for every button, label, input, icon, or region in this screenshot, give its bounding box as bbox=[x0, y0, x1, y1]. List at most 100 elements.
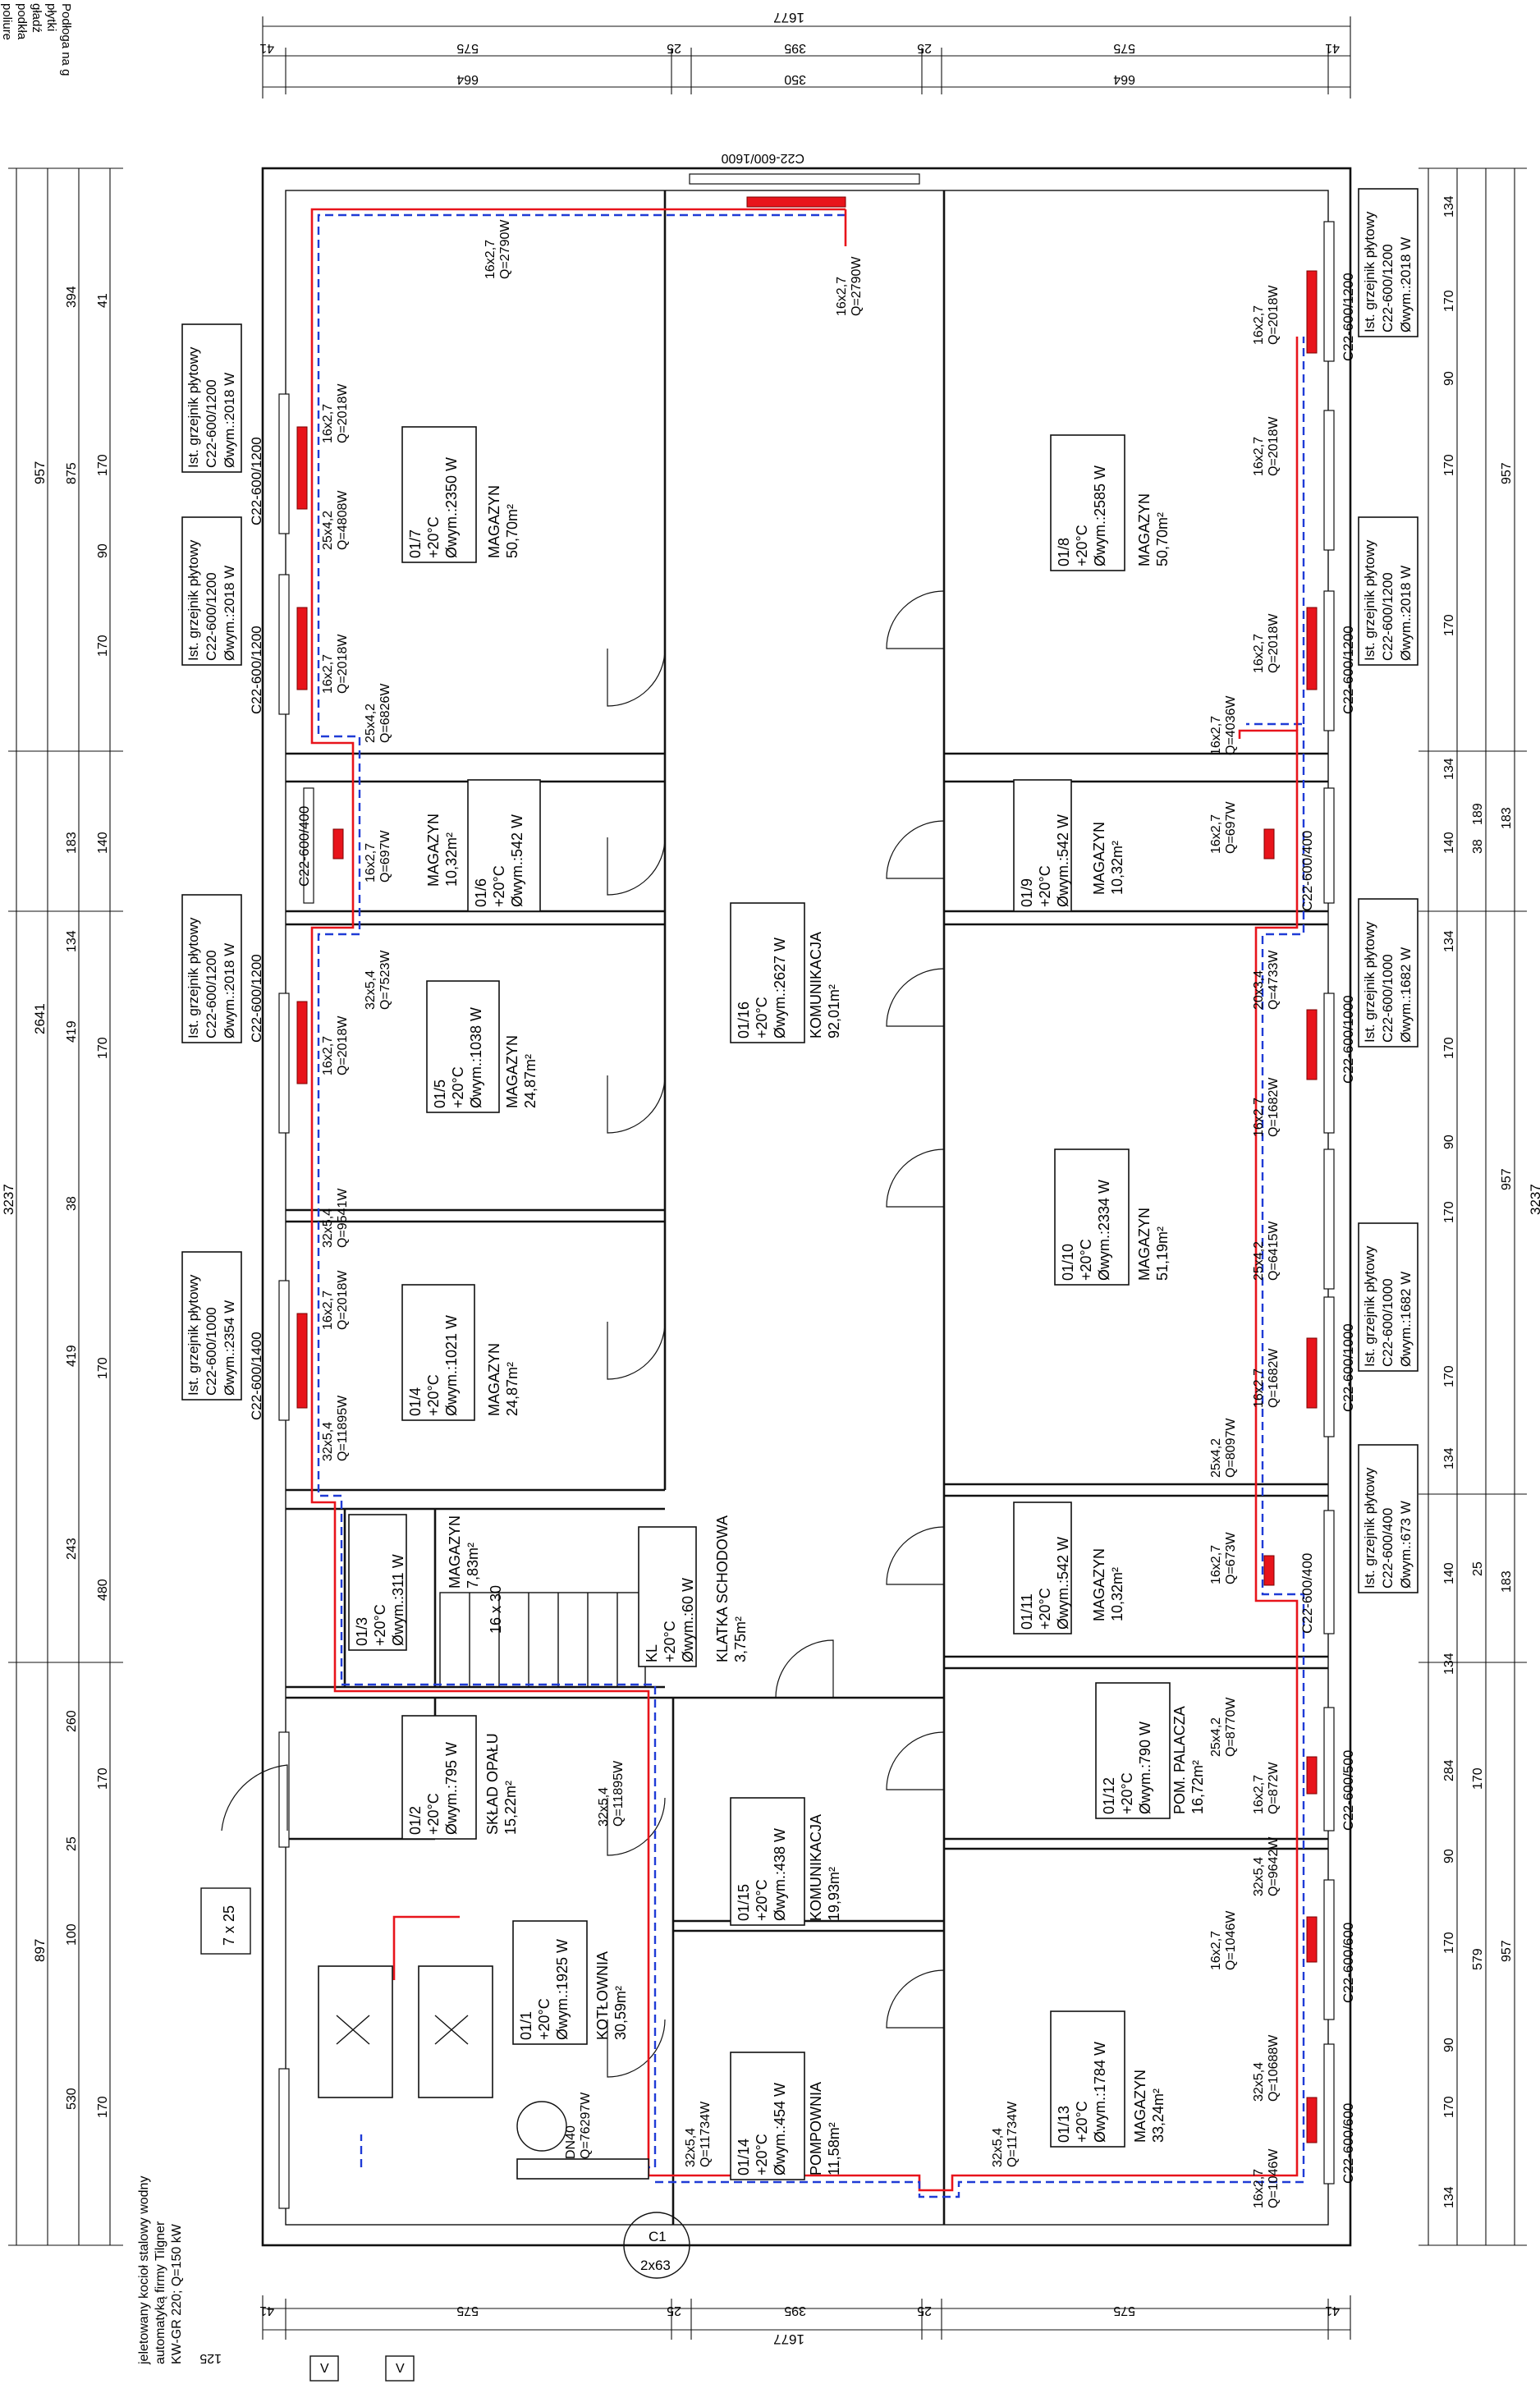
svg-text:Q=11734W: Q=11734W bbox=[1006, 2101, 1020, 2167]
svg-text:25x4,2: 25x4,2 bbox=[1209, 1717, 1223, 1757]
room-01-6: 01/6 +20°C Øwym.:542 W MAGAZYN 10,32m² bbox=[425, 779, 541, 912]
svg-text:+20°C: +20°C bbox=[536, 1998, 552, 2040]
svg-text:Q=673W: Q=673W bbox=[1224, 1532, 1238, 1584]
svg-text:+20°C: +20°C bbox=[1037, 1588, 1053, 1630]
header-note-line: płytki bbox=[44, 3, 58, 31]
svg-text:32x5,4: 32x5,4 bbox=[321, 1208, 335, 1248]
svg-text:automatyką firmy Tilgner: automatyką firmy Tilgner bbox=[154, 2221, 167, 2364]
svg-text:Øwym.:1925 W: Øwym.:1925 W bbox=[554, 1939, 571, 2040]
svg-text:C22-600/600: C22-600/600 bbox=[1341, 1923, 1356, 2003]
svg-text:41: 41 bbox=[259, 2304, 274, 2318]
svg-text:Øwym.:60 W: Øwym.:60 W bbox=[680, 1578, 696, 1662]
svg-text:Q=6415W: Q=6415W bbox=[1267, 1221, 1281, 1281]
svg-text:25: 25 bbox=[667, 41, 681, 55]
svg-text:Ist. grzejnik płytowy: Ist. grzejnik płytowy bbox=[186, 539, 201, 661]
pipe-network bbox=[310, 208, 1305, 2198]
svg-text:POMPOWNIA: POMPOWNIA bbox=[808, 2082, 824, 2175]
radiator bbox=[332, 828, 344, 860]
svg-text:875: 875 bbox=[65, 462, 79, 484]
svg-text:170: 170 bbox=[96, 1357, 110, 1379]
svg-text:KOMUNIKACJA: KOMUNIKACJA bbox=[808, 1814, 824, 1921]
svg-text:50,70m²: 50,70m² bbox=[1154, 512, 1171, 566]
svg-text:957: 957 bbox=[1500, 1940, 1514, 1962]
radiator bbox=[746, 196, 846, 208]
svg-text:32x5,4: 32x5,4 bbox=[321, 1422, 335, 1461]
svg-text:170: 170 bbox=[96, 454, 110, 476]
top-radiator-label: C22-600/1600 bbox=[721, 151, 804, 165]
svg-text:01/14: 01/14 bbox=[736, 2139, 752, 2175]
radiator bbox=[296, 426, 308, 510]
svg-text:Øwym.:2018 W: Øwym.:2018 W bbox=[1398, 566, 1414, 661]
svg-text:Q=2018W: Q=2018W bbox=[336, 634, 350, 694]
svg-text:01/3: 01/3 bbox=[354, 1617, 370, 1646]
radiator bbox=[1306, 270, 1318, 354]
svg-text:Øwym.:311 W: Øwym.:311 W bbox=[390, 1554, 406, 1646]
svg-text:01/11: 01/11 bbox=[1019, 1593, 1035, 1630]
svg-text:01/6: 01/6 bbox=[473, 878, 489, 907]
svg-text:C22-600/1200: C22-600/1200 bbox=[204, 950, 219, 1038]
room-01-13: 01/13 +20°C Øwym.:1784 W MAGAZYN 33,24m² bbox=[1050, 2010, 1166, 2148]
svg-text:3,75m²: 3,75m² bbox=[732, 1616, 749, 1662]
svg-text:575: 575 bbox=[456, 41, 479, 55]
svg-text:16x2,7: 16x2,7 bbox=[1252, 634, 1266, 673]
svg-text:170: 170 bbox=[1442, 1932, 1456, 1954]
svg-text:394: 394 bbox=[65, 286, 79, 308]
radiator bbox=[1306, 1756, 1318, 1795]
svg-text:140: 140 bbox=[1442, 1562, 1456, 1584]
svg-text:575: 575 bbox=[1113, 2304, 1135, 2318]
svg-text:32x5,4: 32x5,4 bbox=[1252, 1857, 1266, 1896]
room-01-8: 01/8 +20°C Øwym.:2585 W MAGAZYN 50,70m² bbox=[1050, 434, 1171, 571]
svg-text:Q=4036W: Q=4036W bbox=[1224, 695, 1238, 755]
svg-text:C22-600/1200: C22-600/1200 bbox=[1341, 626, 1356, 714]
svg-text:MAGAZYN: MAGAZYN bbox=[1132, 2070, 1148, 2143]
svg-text:11,58m²: 11,58m² bbox=[826, 2122, 842, 2175]
svg-text:MAGAZYN: MAGAZYN bbox=[447, 1515, 463, 1589]
svg-text:Øwym.:2627 W: Øwym.:2627 W bbox=[772, 938, 788, 1038]
svg-text:Q=2790W: Q=2790W bbox=[850, 256, 864, 316]
room-01-2: 01/2 +20°C Øwym.:795 W SKŁAD OPAŁU 15,22… bbox=[401, 1715, 519, 1840]
svg-text:Øwym.:2585 W: Øwym.:2585 W bbox=[1092, 465, 1108, 566]
room-01-10: 01/10 +20°C Øwym.:2334 W MAGAZYN 51,19m² bbox=[1054, 1148, 1171, 1286]
svg-text:C22-600/1400: C22-600/1400 bbox=[249, 1332, 264, 1420]
svg-text:16x2,7: 16x2,7 bbox=[1252, 437, 1266, 476]
radiator bbox=[296, 1001, 308, 1084]
radiator-box: Ist. grzejnik płytowy C22-600/1200 Øwym.… bbox=[181, 894, 242, 1043]
svg-text:Q=2018W: Q=2018W bbox=[336, 1015, 350, 1075]
header-note-line: podkła bbox=[15, 3, 29, 40]
svg-text:C22-600/1000: C22-600/1000 bbox=[1341, 1323, 1356, 1412]
svg-text:20x3,4: 20x3,4 bbox=[1252, 970, 1266, 1010]
radiator bbox=[1306, 1337, 1318, 1409]
svg-text:V: V bbox=[396, 2362, 405, 2376]
svg-text:C22-600/1200: C22-600/1200 bbox=[1380, 244, 1396, 332]
svg-text:16x2,7: 16x2,7 bbox=[1252, 1775, 1266, 1814]
svg-text:170: 170 bbox=[1442, 614, 1456, 636]
svg-text:170: 170 bbox=[1471, 1767, 1485, 1790]
svg-text:10,32m²: 10,32m² bbox=[1109, 841, 1125, 895]
svg-text:957: 957 bbox=[1500, 1168, 1514, 1190]
svg-text:C22-600/500: C22-600/500 bbox=[1341, 1750, 1356, 1831]
svg-text:DN40: DN40 bbox=[564, 2125, 578, 2159]
svg-text:170: 170 bbox=[1442, 1365, 1456, 1387]
svg-text:38: 38 bbox=[1471, 839, 1485, 854]
svg-text:Øwym.:673 W: Øwym.:673 W bbox=[1398, 1501, 1414, 1589]
svg-text:+20°C: +20°C bbox=[425, 1793, 442, 1835]
svg-text:KOMUNIKACJA: KOMUNIKACJA bbox=[808, 932, 824, 1038]
radiator bbox=[1306, 2097, 1318, 2143]
svg-text:100: 100 bbox=[65, 1923, 79, 1946]
svg-text:Q=76297W: Q=76297W bbox=[579, 2092, 593, 2159]
svg-text:+20°C: +20°C bbox=[754, 1879, 770, 1921]
